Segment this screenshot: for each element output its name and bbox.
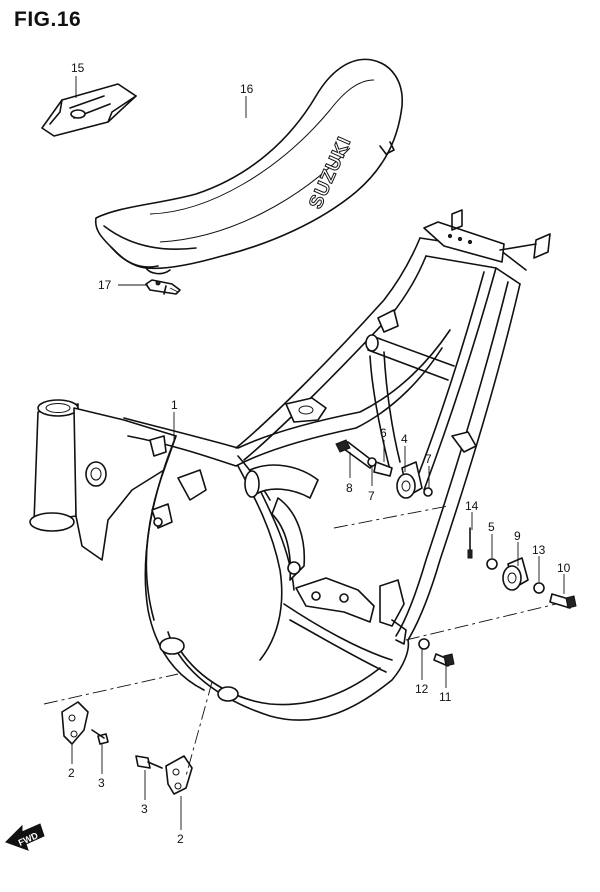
figure-title: FIG.16 xyxy=(14,8,82,31)
callout-5: 5 xyxy=(488,520,495,534)
callout-7-lower: 7 xyxy=(368,489,375,503)
callout-16: 16 xyxy=(240,82,254,96)
callout-3-left: 3 xyxy=(98,776,105,790)
part-17-seat-bracket xyxy=(145,279,181,295)
lower-bolt-hardware xyxy=(418,638,455,667)
callout-6: 6 xyxy=(380,426,387,440)
callout-9: 9 xyxy=(514,529,521,543)
fwd-arrow-icon: FWD xyxy=(5,823,45,851)
callout-10: 10 xyxy=(557,561,571,575)
callout-13: 13 xyxy=(532,543,546,557)
callout-12: 12 xyxy=(415,682,429,696)
callout-7-upper: 7 xyxy=(425,452,432,466)
callout-15: 15 xyxy=(71,61,85,75)
alignment-lines xyxy=(43,287,557,777)
callout-11: 11 xyxy=(439,690,452,704)
part-1-frame xyxy=(29,209,551,721)
callout-17: 17 xyxy=(98,278,112,292)
callout-1: 1 xyxy=(171,398,178,412)
callout-3-right: 3 xyxy=(141,802,148,816)
callout-8: 8 xyxy=(346,481,353,495)
callout-14: 14 xyxy=(465,499,479,513)
lower-brackets xyxy=(61,701,193,795)
rear-mount-hardware xyxy=(467,527,577,609)
upper-mount-hardware xyxy=(335,439,433,499)
callout-2-left: 2 xyxy=(68,766,75,780)
callout-labels: 15 16 17 1 6 4 7 8 7 14 5 9 13 10 12 11 … xyxy=(68,61,571,846)
part-15-tool-bag xyxy=(41,83,137,137)
part-16-seat: SUZUKI xyxy=(94,58,403,275)
leader-lines xyxy=(71,76,565,830)
callout-2-right: 2 xyxy=(177,832,184,846)
callout-4: 4 xyxy=(401,432,408,446)
